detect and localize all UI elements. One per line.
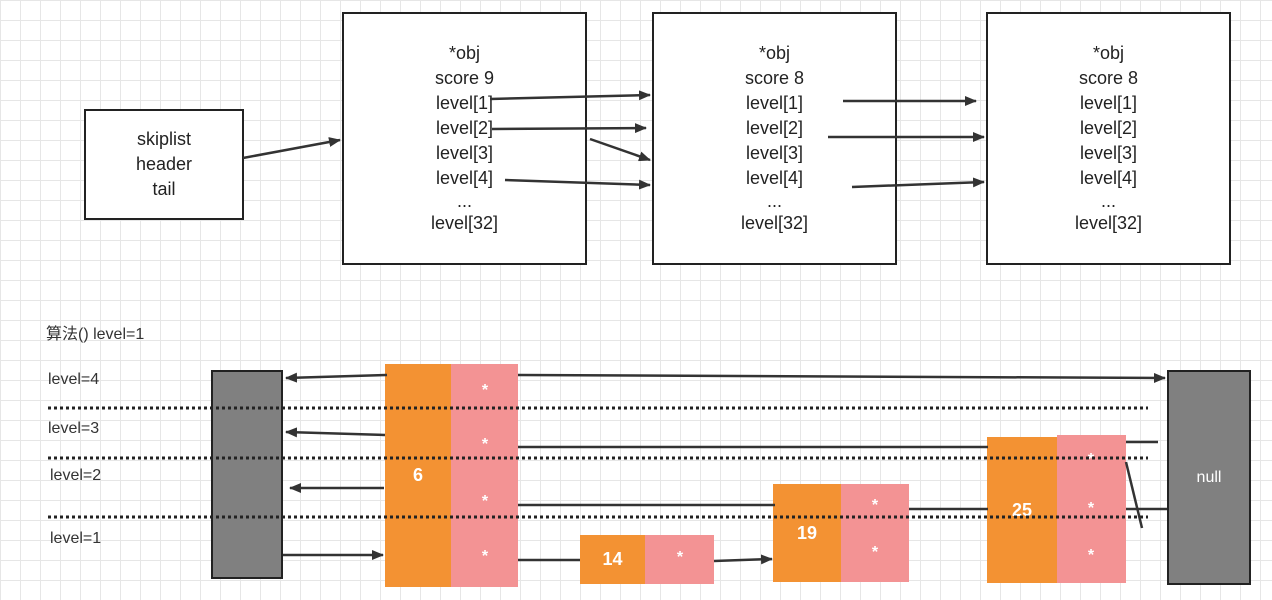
header-line-skiplist: skiplist [136, 129, 191, 149]
node-19-star: * [871, 497, 879, 514]
level4-arrow [504, 178, 651, 190]
level3-arrow [589, 137, 651, 162]
node-6-star: * [481, 436, 489, 453]
node-2-line: level[1] [745, 93, 804, 113]
node-1-line: level[32] [430, 213, 499, 233]
level-label-4: level=4 [48, 371, 100, 388]
node-6-star: * [481, 548, 489, 565]
header-line-tail: tail [152, 179, 176, 199]
level1-forward-arrow [713, 554, 773, 565]
node-2-line: ... [766, 191, 782, 211]
level-label-3: level=3 [48, 420, 100, 437]
level1-arrow [489, 90, 651, 101]
node-1-line: *obj [448, 43, 481, 63]
backward-arrow [285, 372, 388, 383]
node-box-2: *obj score 8 level[1] level[2] level[3] … [652, 12, 897, 265]
node-19-pointers [841, 484, 909, 582]
backward-arrow [285, 427, 386, 438]
node-14-star: * [676, 549, 684, 566]
level-label-1: level=1 [50, 530, 102, 547]
node-box-1: *obj score 9 level[1] level[2] level[3] … [342, 12, 587, 265]
header-line-header: header [135, 154, 193, 174]
node-3-line: level[4] [1079, 168, 1138, 188]
node-3-line: level[2] [1079, 118, 1138, 138]
node-2-line: *obj [758, 43, 791, 63]
node-1-line: level[2] [435, 118, 494, 138]
node-1-line: level[3] [435, 143, 494, 163]
node-19-star: * [871, 544, 879, 561]
node-3-line: ... [1100, 191, 1116, 211]
node-19-value: 19 [773, 484, 841, 582]
node-25-star: * [1087, 500, 1095, 517]
node-3-line: *obj [1092, 43, 1125, 63]
node-25-value: 25 [987, 437, 1057, 583]
node-2-line: level[32] [740, 213, 809, 233]
level-label-2: level=2 [50, 467, 102, 484]
level4-forward-arrow [517, 372, 1166, 383]
node-14-pointers [645, 535, 714, 584]
node-25-star: * [1087, 547, 1095, 564]
node-3-line: score 8 [1078, 68, 1139, 88]
level4-arrow [851, 177, 985, 189]
node-6-pointers [451, 364, 518, 587]
header-node-block [211, 370, 283, 579]
node-3-line: level[32] [1074, 213, 1143, 233]
skiplist-header-box: skiplist header tail [84, 109, 244, 220]
node-14-value: 14 [580, 535, 645, 584]
node-6-star: * [481, 493, 489, 510]
node-6-star: * [481, 382, 489, 399]
slash-mark [1124, 461, 1144, 529]
node-1-line: score 9 [434, 68, 495, 88]
node-25-pointers [1057, 435, 1126, 583]
level2-arrow [491, 123, 647, 134]
node-1-line: level[1] [435, 93, 494, 113]
node-25-star: * [1087, 451, 1095, 468]
node-2-line: level[2] [745, 118, 804, 138]
node-2-line: level[3] [745, 143, 804, 163]
node-box-3: *obj score 8 level[1] level[2] level[3] … [986, 12, 1231, 265]
algorithm-caption: 算法() level=1 [46, 326, 145, 343]
node-6-value: 6 [385, 364, 451, 587]
null-node-block [1167, 370, 1251, 585]
header-to-node1-arrow [242, 137, 341, 160]
node-3-line: level[1] [1079, 93, 1138, 113]
node-2-line: score 8 [744, 68, 805, 88]
node-3-line: level[3] [1079, 143, 1138, 163]
node-1-line: ... [456, 191, 472, 211]
node-2-line: level[4] [745, 168, 804, 188]
node-1-line: level[4] [435, 168, 494, 188]
null-label: null [1196, 469, 1222, 486]
